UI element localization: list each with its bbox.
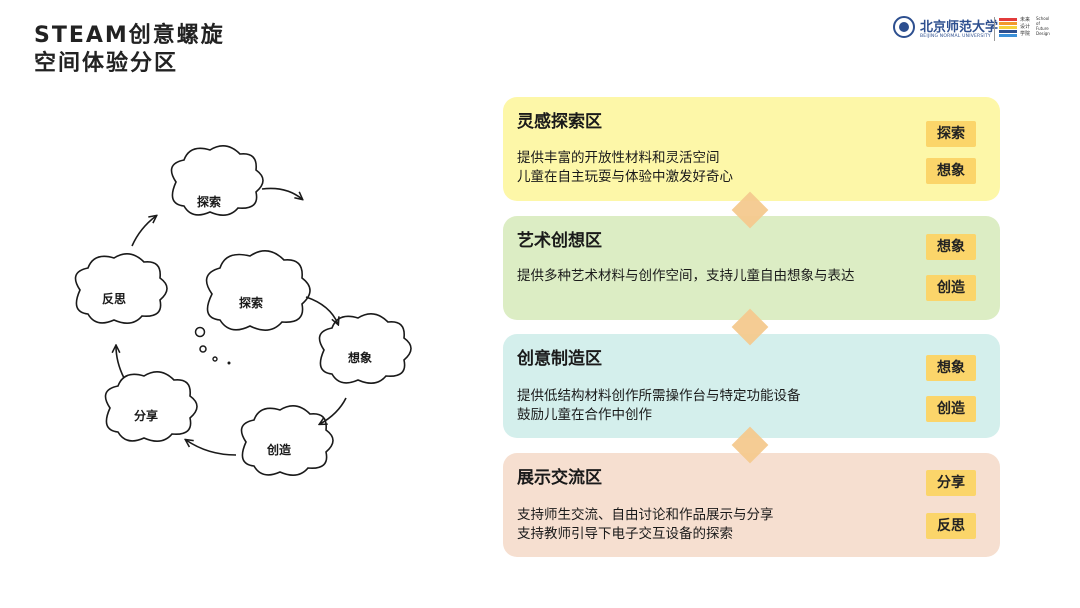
zone-tag: 反思 bbox=[926, 513, 976, 539]
zone-description: 提供多种艺术材料与创作空间，支持儿童自由想象与表达 bbox=[517, 268, 855, 284]
cloud-share: 分享 bbox=[104, 371, 198, 442]
creative-spiral-diagram: 探索 想象 创造 分享 反思 探索 bbox=[74, 145, 412, 476]
arrow-explore-out bbox=[261, 187, 302, 199]
cloud-label-reflect: 反思 bbox=[102, 291, 126, 306]
thought-bubble-small bbox=[212, 356, 218, 362]
zone-tag: 想象 bbox=[926, 234, 976, 260]
zone-description: 提供丰富的开放性材料和灵活空间 儿童在自主玩耍与体验中激发好奇心 bbox=[517, 150, 733, 185]
arrow-create-to-share bbox=[186, 440, 237, 456]
cloud-label-imagine: 想象 bbox=[347, 350, 372, 365]
arrow-reflect-to-explore bbox=[131, 216, 156, 247]
zone-title: 灵感探索区 bbox=[517, 112, 602, 132]
school-name-en: School of Future Design bbox=[1036, 16, 1050, 36]
cloud-label-center: 探索 bbox=[239, 295, 263, 310]
cloud-imagine: 想象 bbox=[318, 313, 412, 384]
school-name-cn: 未来 设计 学院 bbox=[1020, 17, 1031, 37]
zone-tag: 创造 bbox=[926, 275, 976, 301]
title-line-2: 空间体验分区 bbox=[34, 51, 179, 76]
thought-bubble-large bbox=[194, 326, 206, 338]
zone-inspiration: 灵感探索区 提供丰富的开放性材料和灵活空间 儿童在自主玩耍与体验中激发好奇心 探… bbox=[503, 97, 1000, 201]
logo-color-bar bbox=[999, 26, 1017, 29]
zone-tag: 想象 bbox=[926, 355, 976, 381]
arrow-center-to-imagine bbox=[305, 296, 338, 324]
zone-art: 艺术创想区 提供多种艺术材料与创作空间，支持儿童自由想象与表达 想象 创造 bbox=[503, 216, 1000, 320]
logo-color-bar bbox=[999, 34, 1017, 37]
title-line-1: STEAM创意螺旋 bbox=[34, 23, 225, 48]
zone-exhibition: 展示交流区 支持师生交流、自由讨论和作品展示与分享 支持教师引导下电子交互设备的… bbox=[503, 453, 1000, 557]
cloud-create: 创造 bbox=[240, 405, 334, 476]
cloud-explore-top: 探索 bbox=[170, 145, 264, 216]
school-mark-icon bbox=[999, 18, 1017, 38]
university-logo: 北京师范大学 BEIJING NORMAL UNIVERSITY 未来 设计 学… bbox=[893, 14, 1063, 44]
zone-making: 创意制造区 提供低结构材料创作所需操作台与特定功能设备 鼓励儿童在合作中创作 想… bbox=[503, 334, 1000, 438]
cloud-label-share: 分享 bbox=[134, 408, 158, 423]
logo-color-bar bbox=[999, 18, 1017, 21]
university-name: 北京师范大学 bbox=[920, 20, 999, 35]
zone-tag: 分享 bbox=[926, 470, 976, 496]
cloud-reflect: 反思 bbox=[74, 253, 168, 324]
arrow-imagine-to-create bbox=[320, 397, 347, 424]
zone-title: 艺术创想区 bbox=[517, 231, 602, 251]
thought-bubble-medium bbox=[199, 345, 207, 353]
zone-title: 展示交流区 bbox=[517, 468, 602, 488]
cloud-explore-center: 探索 bbox=[205, 250, 311, 331]
logo-divider bbox=[994, 17, 995, 41]
cloud-label-explore: 探索 bbox=[197, 194, 221, 209]
page-title: STEAM创意螺旋 空间体验分区 bbox=[34, 22, 225, 78]
university-seal-icon bbox=[893, 16, 915, 38]
thought-bubble-dot bbox=[227, 361, 231, 365]
arrow-share-to-reflect bbox=[116, 346, 125, 379]
zone-description: 提供低结构材料创作所需操作台与特定功能设备 鼓励儿童在合作中创作 bbox=[517, 388, 801, 423]
zone-tag: 创造 bbox=[926, 396, 976, 422]
logo-color-bar bbox=[999, 22, 1017, 25]
logo-color-bar bbox=[999, 30, 1017, 33]
cloud-label-create: 创造 bbox=[266, 442, 292, 457]
zone-tag: 想象 bbox=[926, 158, 976, 184]
zone-tag: 探索 bbox=[926, 121, 976, 147]
university-name-en: BEIJING NORMAL UNIVERSITY bbox=[920, 34, 991, 39]
zone-title: 创意制造区 bbox=[517, 349, 602, 369]
zone-description: 支持师生交流、自由讨论和作品展示与分享 支持教师引导下电子交互设备的探索 bbox=[517, 507, 774, 542]
